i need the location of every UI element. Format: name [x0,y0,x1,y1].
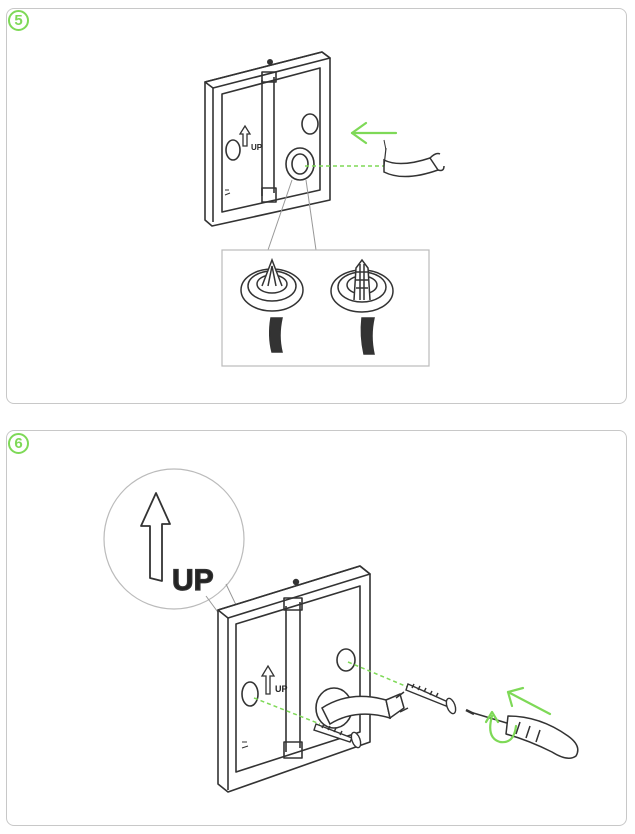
screw-lower [313,723,362,749]
screw-upper [405,683,457,715]
grommet-before [240,257,304,353]
arrow-up-icon-large [140,492,171,582]
grommet-after [330,258,394,355]
arrow-up-icon [260,664,276,695]
step-5-badge: 5 [8,10,29,31]
arrow-up-icon [238,124,252,147]
up-label-small-2: UP [275,684,288,694]
up-zoom-callout [103,468,269,673]
step-6-badge: 6 [8,433,29,454]
up-label-zoom: UP [172,564,214,597]
rotate-arrow-icon [484,710,518,744]
cable-step-6 [321,691,409,726]
direction-arrow-icon [350,121,398,145]
direction-arrow-icon [506,686,552,716]
screwdriver-icon [465,708,579,759]
cable [383,139,445,178]
zoom-detail-box [221,249,430,367]
step-5-backbox [204,51,331,227]
step-6-backbox [217,565,371,793]
up-label-small: UP [251,143,263,152]
